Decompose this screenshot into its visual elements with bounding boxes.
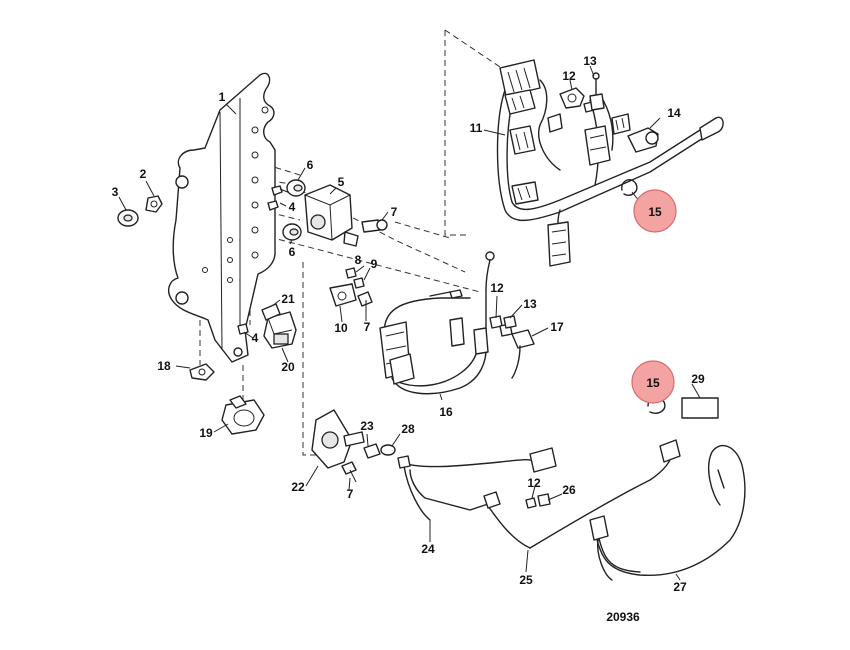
sensor-13-upper (589, 72, 605, 111)
nut-18 (189, 363, 215, 381)
clamp-10 (329, 283, 357, 307)
bolt-7-lower (341, 461, 357, 483)
cable-25 (483, 439, 681, 549)
callout-18: 18 (157, 359, 171, 373)
figure-number: 20936 (606, 610, 640, 624)
nut-2 (145, 195, 163, 213)
callout-5: 5 (338, 175, 345, 189)
nut-23 (363, 443, 381, 459)
callout-21: 21 (281, 292, 295, 306)
callout-12-lower: 12 (527, 476, 541, 490)
wiring-harness-11 (496, 79, 724, 253)
clamp-19 (221, 395, 265, 435)
callout-28: 28 (401, 422, 415, 436)
clip-15-upper (621, 179, 638, 196)
screw-8 (345, 267, 357, 279)
callout-27: 27 (673, 580, 687, 594)
callout-6-upper: 6 (307, 158, 314, 172)
callout-20: 20 (281, 360, 295, 374)
callout-2: 2 (140, 167, 147, 181)
harness-16 (379, 251, 495, 395)
cable-24 (397, 447, 557, 521)
callout-24: 24 (421, 542, 435, 556)
part-29-box (681, 397, 719, 419)
callout-12-middle: 12 (490, 281, 504, 295)
callout-15-upper: 15 (648, 205, 662, 219)
sensor-14 (611, 113, 659, 153)
callout-16: 16 (439, 405, 453, 419)
washer-28 (380, 444, 396, 456)
bolt-7-middle (357, 291, 373, 312)
callout-7-upper: 7 (391, 205, 398, 219)
nut-12-lower (525, 497, 537, 509)
callout-7-middle: 7 (364, 320, 371, 334)
callout-29: 29 (691, 372, 705, 386)
cable-27 (589, 444, 746, 581)
callout-9: 9 (371, 257, 378, 271)
callout-6-lower: 6 (289, 245, 296, 259)
sensor-22 (311, 409, 365, 469)
clip-21 (261, 303, 281, 321)
callout-4-lower: 4 (252, 331, 259, 345)
callout-13-upper: 13 (583, 54, 597, 68)
highlight-callout-15-upper (633, 189, 677, 233)
callout-11: 11 (470, 121, 483, 135)
callout-12-upper: 12 (562, 69, 576, 83)
callout-26: 26 (562, 483, 576, 497)
callout-22: 22 (291, 480, 305, 494)
callout-8: 8 (355, 253, 362, 267)
nut-26 (537, 493, 551, 507)
callout-3: 3 (112, 185, 119, 199)
callout-23: 23 (360, 419, 374, 433)
harness-connectors (499, 59, 611, 267)
leader-lines (118, 65, 701, 581)
screw-4-lower (237, 323, 249, 335)
mounting-bracket (168, 72, 276, 363)
connector-20 (263, 311, 297, 349)
grommet-3 (117, 209, 139, 227)
callout-14: 14 (667, 106, 681, 120)
highlight-callout-15-lower (631, 360, 675, 404)
callout-15-lower: 15 (646, 376, 660, 390)
bolt-7-upper (361, 219, 388, 233)
callout-25: 25 (519, 573, 533, 587)
callout-17: 17 (550, 320, 564, 334)
sensor-17 (511, 329, 535, 379)
relay-5 (304, 184, 359, 247)
callout-7-lower: 7 (347, 487, 354, 501)
callout-13-middle: 13 (523, 297, 537, 311)
callout-10: 10 (334, 321, 348, 335)
grommet-6-upper (286, 179, 306, 197)
nut-9 (353, 277, 365, 289)
grommet-6-lower (282, 223, 302, 241)
callout-labels: 1 2 3 4 4 5 6 6 7 7 7 8 9 10 11 12 12 12… (112, 54, 705, 594)
callout-1: 1 (219, 90, 226, 104)
callout-19: 19 (199, 426, 213, 440)
callout-4-upper: 4 (289, 200, 296, 214)
nut-12-upper (559, 87, 595, 113)
